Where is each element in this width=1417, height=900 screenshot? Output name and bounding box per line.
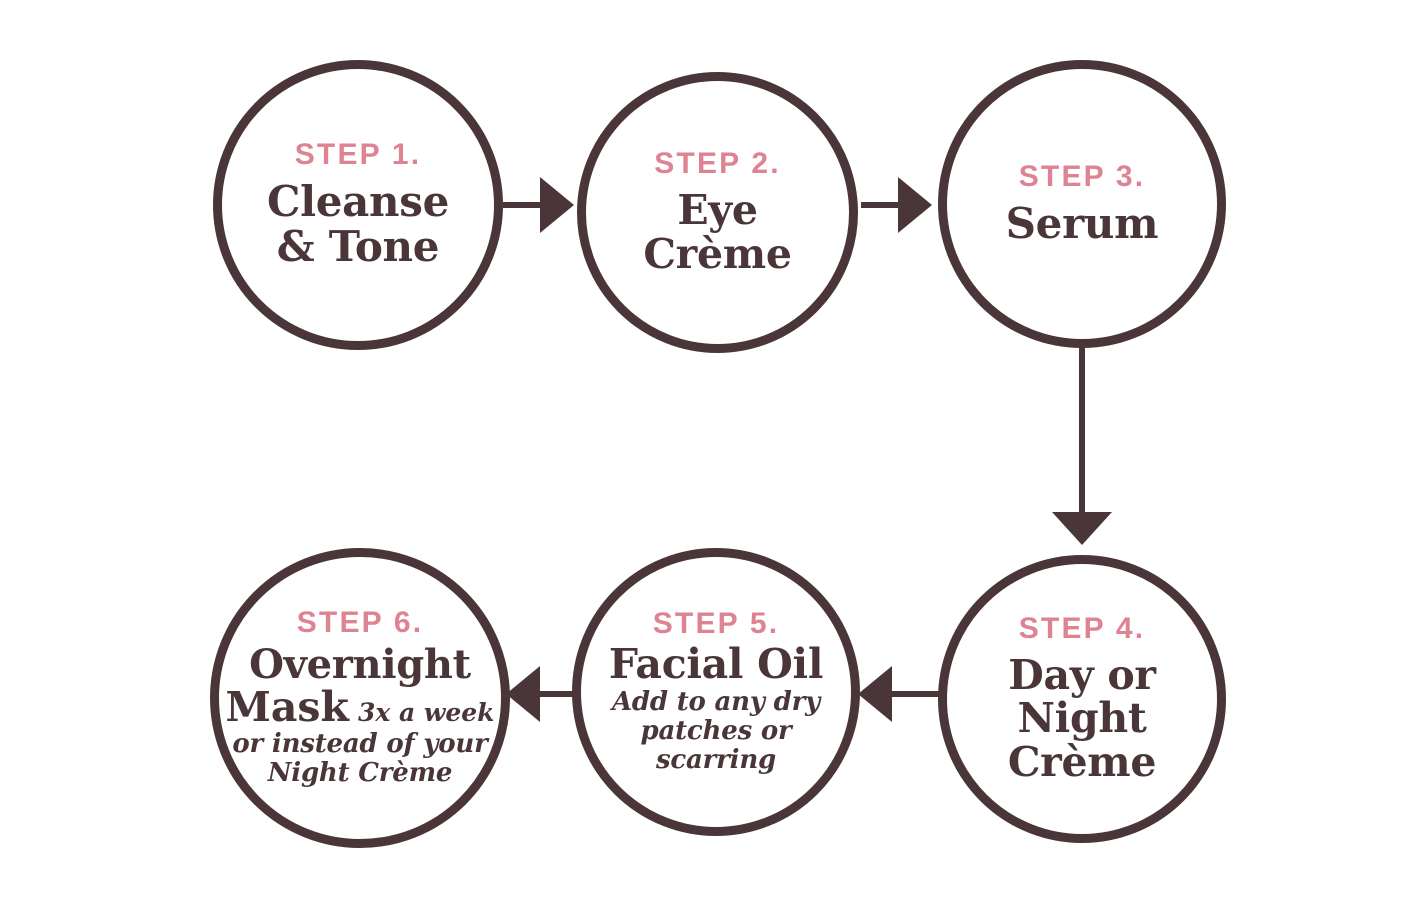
step-title-line: & Tone <box>276 222 440 271</box>
step-subtext-line: or instead of your <box>232 728 488 759</box>
arrowhead-left-icon <box>858 666 892 722</box>
step-subtext-line: patches or <box>640 716 792 747</box>
step-title-line: Cleanse <box>266 177 450 227</box>
step-title-line: Overnight <box>249 640 471 688</box>
step-subtext-line: Add to any dry <box>611 687 821 718</box>
arrowhead-right-icon <box>898 177 932 233</box>
step-node-5[interactable]: STEP 5. Facial Oil Add to any dry patche… <box>572 548 860 836</box>
step-node-3[interactable]: STEP 3. Serum <box>938 60 1226 348</box>
connector-line <box>540 691 584 697</box>
step-title-line: Facial Oil <box>608 639 824 688</box>
step-label-4: STEP 4. <box>1018 611 1146 645</box>
step-title-4: Day or Night Crème <box>1007 650 1157 786</box>
arrowhead-down-icon <box>1052 512 1112 545</box>
connector-line <box>503 202 546 208</box>
step-title-line: Crème <box>643 229 792 278</box>
step-title-line: Eye <box>677 186 758 235</box>
step-title-2: Eye Crème <box>643 186 792 278</box>
connector-line <box>1079 346 1085 526</box>
step-title-line: Serum <box>1005 198 1159 248</box>
step-label-5: STEP 5. <box>652 606 780 640</box>
step-title-5: Facial Oil <box>608 639 824 688</box>
step-subtext-6: or instead of your Night Crème <box>232 728 488 788</box>
arrowhead-right-icon <box>540 177 574 233</box>
step-node-2[interactable]: STEP 2. Eye Crème <box>577 72 858 353</box>
step-title-line: Mask <box>225 683 349 732</box>
step-title-3: Serum <box>1005 198 1159 248</box>
step-subtext-line: scarring <box>655 745 777 776</box>
step-title-line: Crème <box>1007 737 1157 786</box>
step-frequency-note: 3x a week <box>357 698 495 728</box>
step-title-line: Night <box>1017 694 1147 743</box>
step-node-4[interactable]: STEP 4. Day or Night Crème <box>938 555 1226 843</box>
step-label-3: STEP 3. <box>1018 159 1146 193</box>
step-label-6: STEP 6. <box>296 605 424 639</box>
step-title-1: Cleanse & Tone <box>267 180 449 269</box>
step-node-1[interactable]: STEP 1. Cleanse & Tone <box>213 60 503 350</box>
step-title-line: Day or <box>1008 650 1156 699</box>
step-title-6-inline: Mask 3x a week <box>225 683 495 732</box>
step-subtext-5: Add to any dry patches or scarring <box>611 687 821 776</box>
arrowhead-left-icon <box>506 666 540 722</box>
connector-line <box>892 691 940 697</box>
step-subtext-line: Night Crème <box>267 757 453 788</box>
step-node-6[interactable]: STEP 6. Overnight Mask 3x a week or inst… <box>210 548 510 848</box>
step-title-6: Overnight <box>249 640 471 688</box>
connector-line <box>861 202 903 208</box>
step-label-1: STEP 1. <box>294 138 422 172</box>
step-label-2: STEP 2. <box>654 147 781 181</box>
